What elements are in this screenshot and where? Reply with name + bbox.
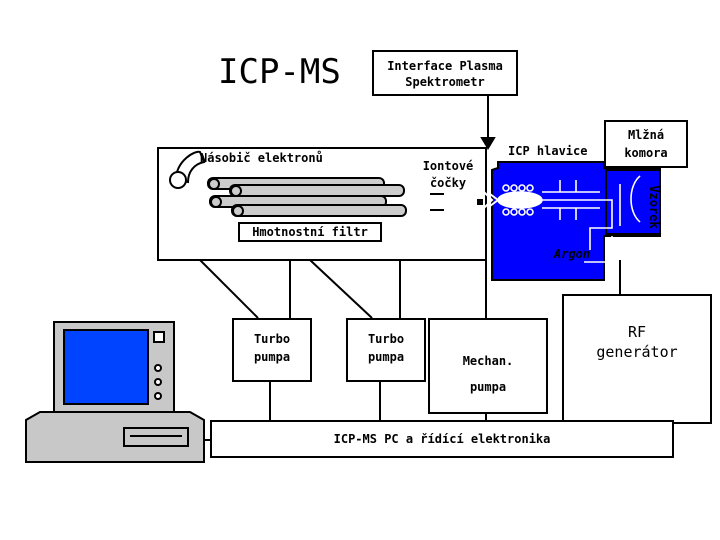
nebulizer-label-line2: komora [624, 146, 668, 160]
sample-inlet-box [605, 169, 661, 235]
icp-head-label: ICP hlavice [508, 144, 588, 158]
mechanical-pump-line1: Mechan. [462, 354, 514, 368]
torch-internals-icon [497, 175, 641, 263]
sample-label: Vzorek [647, 185, 661, 229]
turbo-pump-1-box: Turbo pumpa [232, 318, 312, 382]
quadrupole-rods-icon [207, 177, 407, 217]
interface-label-line2: Spektrometr [405, 75, 485, 89]
ion-lenses-icon [430, 193, 483, 211]
turbo-pump-2-line2: pumpa [367, 350, 405, 364]
computer-icon [25, 321, 210, 463]
mass-filter-label: Hmotnostní filtr [238, 222, 382, 242]
rf-generator-line2: generátor [596, 343, 678, 361]
diagram-title: ICP-MS [218, 52, 341, 92]
interface-box: Interface Plasma Spektrometr [372, 50, 518, 96]
ion-lenses-label-line1: Iontové [422, 159, 474, 173]
ion-lenses-label: Iontové čočky [412, 158, 484, 192]
turbo-pump-1-line1: Turbo [253, 332, 291, 346]
rf-generator-box: RF generátor [562, 294, 712, 424]
pump-connections [199, 259, 661, 424]
turbo-pump-2-line1: Turbo [367, 332, 405, 346]
nebulizer-label-line1: Mlžná [627, 128, 665, 142]
mechanical-pump-box: Mechan. pumpa [428, 318, 548, 414]
turbo-pump-2-box: Turbo pumpa [346, 318, 426, 382]
argon-label: Argon [554, 247, 591, 261]
interface-label-line1: Interface Plasma [387, 59, 503, 73]
turbo-pump-1-line2: pumpa [253, 350, 291, 364]
ion-lenses-label-line2: čočky [429, 176, 467, 190]
interface-pointer [480, 96, 496, 150]
mechanical-pump-line2: pumpa [469, 380, 507, 394]
electron-multiplier-label: Násobič elektronů [200, 151, 323, 165]
pc-electronics-box: ICP-MS PC a řídící elektronika [210, 420, 674, 458]
nebulizer-box: Mlžná komora [604, 120, 688, 168]
rf-generator-line1: RF [627, 323, 647, 341]
